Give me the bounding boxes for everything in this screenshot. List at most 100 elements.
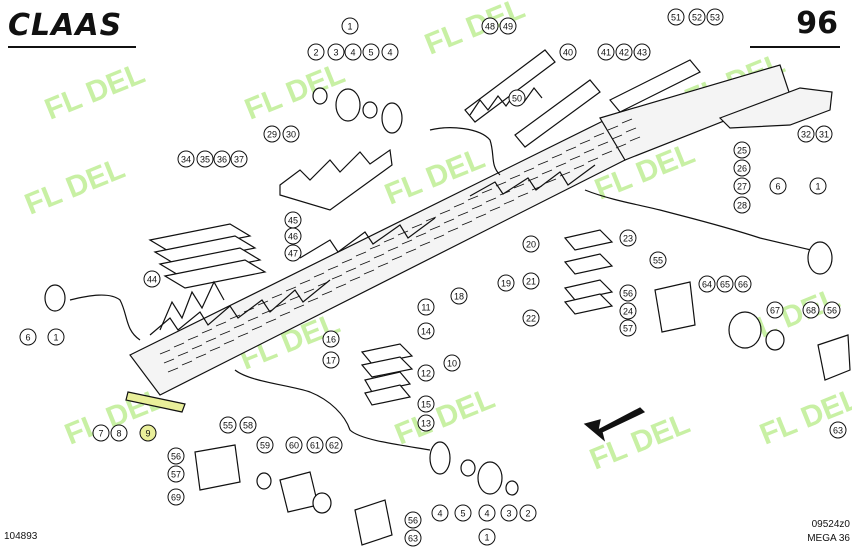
callout-number: 68 xyxy=(806,306,816,316)
callout-27[interactable]: 27 xyxy=(733,177,751,195)
callout-56[interactable]: 56 xyxy=(167,447,185,465)
callout-65[interactable]: 65 xyxy=(716,275,734,293)
callout-5[interactable]: 5 xyxy=(362,43,380,61)
callout-62[interactable]: 62 xyxy=(325,436,343,454)
callout-3[interactable]: 3 xyxy=(327,43,345,61)
callout-57[interactable]: 57 xyxy=(167,465,185,483)
callout-number: 52 xyxy=(692,13,702,23)
callout-6[interactable]: 6 xyxy=(769,177,787,195)
callout-32[interactable]: 32 xyxy=(797,125,815,143)
callout-21[interactable]: 21 xyxy=(522,272,540,290)
callout-60[interactable]: 60 xyxy=(285,436,303,454)
tine xyxy=(215,321,227,327)
callout-52[interactable]: 52 xyxy=(688,8,706,26)
callout-8[interactable]: 8 xyxy=(110,424,128,442)
callout-51[interactable]: 51 xyxy=(667,8,685,26)
callout-5[interactable]: 5 xyxy=(454,504,472,522)
callout-48[interactable]: 48 xyxy=(481,17,499,35)
callout-23[interactable]: 23 xyxy=(619,229,637,247)
guide-51 xyxy=(609,59,701,113)
callout-67[interactable]: 67 xyxy=(766,301,784,319)
callout-26[interactable]: 26 xyxy=(733,159,751,177)
callout-number: 61 xyxy=(310,441,320,451)
callout-24[interactable]: 24 xyxy=(619,302,637,320)
callout-4[interactable]: 4 xyxy=(431,504,449,522)
callout-circle xyxy=(522,309,540,327)
callout-number: 55 xyxy=(653,256,663,266)
callout-35[interactable]: 35 xyxy=(196,150,214,168)
callout-4[interactable]: 4 xyxy=(381,43,399,61)
callout-25[interactable]: 25 xyxy=(733,141,751,159)
callout-11[interactable]: 11 xyxy=(417,298,435,316)
callout-12[interactable]: 12 xyxy=(417,364,435,382)
callout-44[interactable]: 44 xyxy=(143,270,161,288)
callout-2[interactable]: 2 xyxy=(519,504,537,522)
callout-circle xyxy=(307,43,325,61)
callout-57[interactable]: 57 xyxy=(619,319,637,337)
callout-61[interactable]: 61 xyxy=(306,436,324,454)
callout-16[interactable]: 16 xyxy=(322,330,340,348)
tine xyxy=(233,323,245,329)
callout-36[interactable]: 36 xyxy=(213,150,231,168)
callout-22[interactable]: 22 xyxy=(522,309,540,327)
callout-17[interactable]: 17 xyxy=(322,351,340,369)
callout-10[interactable]: 10 xyxy=(443,354,461,372)
callout-circle xyxy=(766,301,784,319)
callout-49[interactable]: 49 xyxy=(499,17,517,35)
callout-63[interactable]: 63 xyxy=(404,529,422,547)
tine xyxy=(159,349,171,355)
callout-circle xyxy=(733,159,751,177)
callout-18[interactable]: 18 xyxy=(450,287,468,305)
callout-56[interactable]: 56 xyxy=(404,511,422,529)
callout-14[interactable]: 14 xyxy=(417,322,435,340)
callout-9[interactable]: 9 xyxy=(139,424,157,442)
callout-1[interactable]: 1 xyxy=(47,328,65,346)
callout-number: 45 xyxy=(288,216,298,226)
tine xyxy=(229,314,241,320)
callout-47[interactable]: 47 xyxy=(284,244,302,262)
callout-53[interactable]: 53 xyxy=(706,8,724,26)
callout-50[interactable]: 50 xyxy=(508,89,526,107)
callout-68[interactable]: 68 xyxy=(802,301,820,319)
callout-42[interactable]: 42 xyxy=(615,43,633,61)
callout-1[interactable]: 1 xyxy=(478,528,496,546)
callout-37[interactable]: 37 xyxy=(230,150,248,168)
callout-1[interactable]: 1 xyxy=(809,177,827,195)
callout-34[interactable]: 34 xyxy=(177,150,195,168)
callout-63[interactable]: 63 xyxy=(829,421,847,439)
callout-30[interactable]: 30 xyxy=(282,125,300,143)
callout-43[interactable]: 43 xyxy=(633,43,651,61)
callout-6[interactable]: 6 xyxy=(19,328,37,346)
callout-number: 49 xyxy=(503,22,513,32)
callout-3[interactable]: 3 xyxy=(500,504,518,522)
callout-66[interactable]: 66 xyxy=(734,275,752,293)
callout-circle xyxy=(823,301,841,319)
callout-55[interactable]: 55 xyxy=(649,251,667,269)
callout-40[interactable]: 40 xyxy=(559,43,577,61)
callout-4[interactable]: 4 xyxy=(344,43,362,61)
callout-2[interactable]: 2 xyxy=(307,43,325,61)
callout-19[interactable]: 19 xyxy=(497,274,515,292)
callout-45[interactable]: 45 xyxy=(284,211,302,229)
callout-13[interactable]: 13 xyxy=(417,414,435,432)
callout-number: 9 xyxy=(145,429,150,439)
callout-circle xyxy=(649,251,667,269)
callout-20[interactable]: 20 xyxy=(522,235,540,253)
brand-underline xyxy=(8,46,136,48)
callout-31[interactable]: 31 xyxy=(815,125,833,143)
callout-69[interactable]: 69 xyxy=(167,488,185,506)
callout-55[interactable]: 55 xyxy=(219,416,237,434)
callout-1[interactable]: 1 xyxy=(341,17,359,35)
callout-59[interactable]: 59 xyxy=(256,436,274,454)
callout-64[interactable]: 64 xyxy=(698,275,716,293)
callout-15[interactable]: 15 xyxy=(417,395,435,413)
callout-58[interactable]: 58 xyxy=(239,416,257,434)
callout-56[interactable]: 56 xyxy=(619,284,637,302)
callout-4[interactable]: 4 xyxy=(478,504,496,522)
callout-41[interactable]: 41 xyxy=(597,43,615,61)
callout-28[interactable]: 28 xyxy=(733,196,751,214)
callout-46[interactable]: 46 xyxy=(284,227,302,245)
callout-29[interactable]: 29 xyxy=(263,125,281,143)
callout-7[interactable]: 7 xyxy=(92,424,110,442)
callout-56[interactable]: 56 xyxy=(823,301,841,319)
